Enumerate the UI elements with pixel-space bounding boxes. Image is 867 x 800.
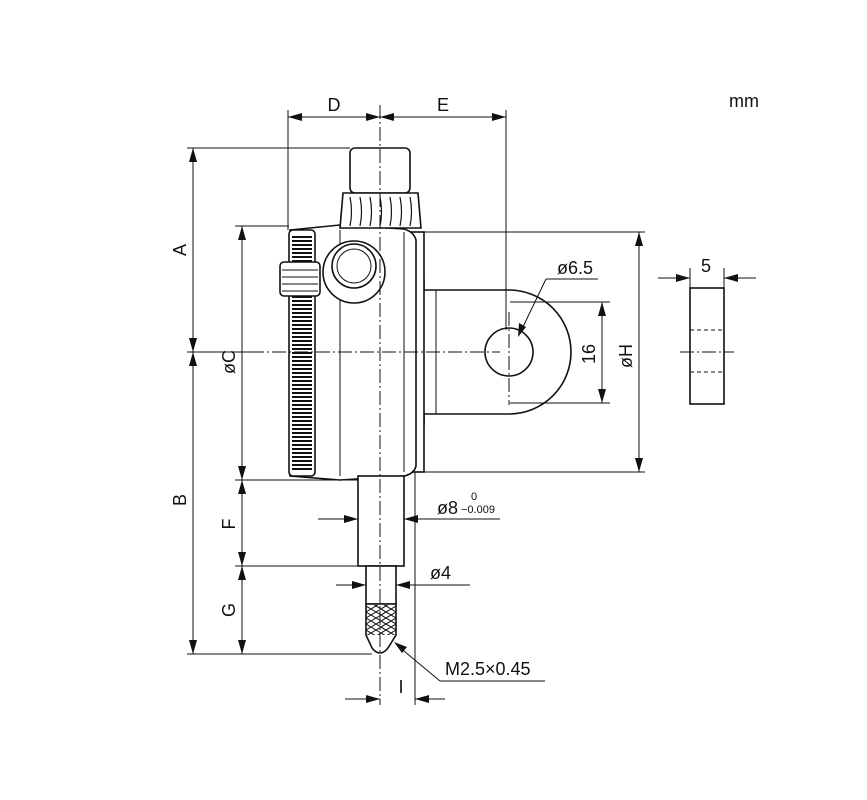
dimension-F: F xyxy=(219,480,246,566)
label-H: øH xyxy=(616,344,636,368)
label-B: B xyxy=(170,494,190,506)
dimension-D: D xyxy=(288,95,380,121)
dimension-stem-dia: ø8 0 −0.009 xyxy=(318,491,500,523)
label-spindle-dia: ø4 xyxy=(430,563,451,583)
label-C: øC xyxy=(219,350,239,374)
dimension-C: øC xyxy=(219,226,246,480)
spindle xyxy=(365,565,397,605)
units-label: mm xyxy=(729,91,759,111)
dimension-lug-height: 16 xyxy=(579,302,606,403)
label-G: G xyxy=(219,603,239,617)
stem xyxy=(357,475,405,567)
dimension-thread: M2.5×0.45 xyxy=(394,642,545,682)
label-E: E xyxy=(437,95,449,115)
cap-knurling xyxy=(349,196,413,227)
contact-point-knurling xyxy=(366,605,396,635)
label-lug-hole: ø6.5 xyxy=(557,258,593,278)
clamp-screw xyxy=(322,240,386,304)
label-thread: M2.5×0.45 xyxy=(445,659,531,679)
label-stem-tol-lower: −0.009 xyxy=(461,504,495,516)
dimension-lug-hole: ø6.5 xyxy=(518,258,598,337)
dimension-I: I xyxy=(345,677,445,703)
extension-lines xyxy=(187,110,645,705)
label-F: F xyxy=(219,519,239,530)
contact-point xyxy=(365,603,397,654)
label-lug-thickness: 5 xyxy=(701,256,711,276)
label-D: D xyxy=(328,95,341,115)
lug-side-view: 5 xyxy=(658,256,756,405)
dimension-G: G xyxy=(219,566,246,654)
label-stem-dia: ø8 xyxy=(437,498,458,518)
dimension-E: E xyxy=(380,95,506,121)
dimension-spindle-dia: ø4 xyxy=(336,563,470,589)
dimension-A: A xyxy=(170,148,197,352)
dimension-H: øH xyxy=(616,232,643,472)
label-A: A xyxy=(170,244,190,256)
mounting-lug xyxy=(411,260,572,448)
top-cap xyxy=(339,147,422,229)
label-stem-tol-upper: 0 xyxy=(471,491,477,503)
label-I: I xyxy=(398,677,403,697)
label-lug-height: 16 xyxy=(579,344,599,364)
dimension-B: B xyxy=(170,352,197,654)
limit-knob xyxy=(279,261,321,297)
